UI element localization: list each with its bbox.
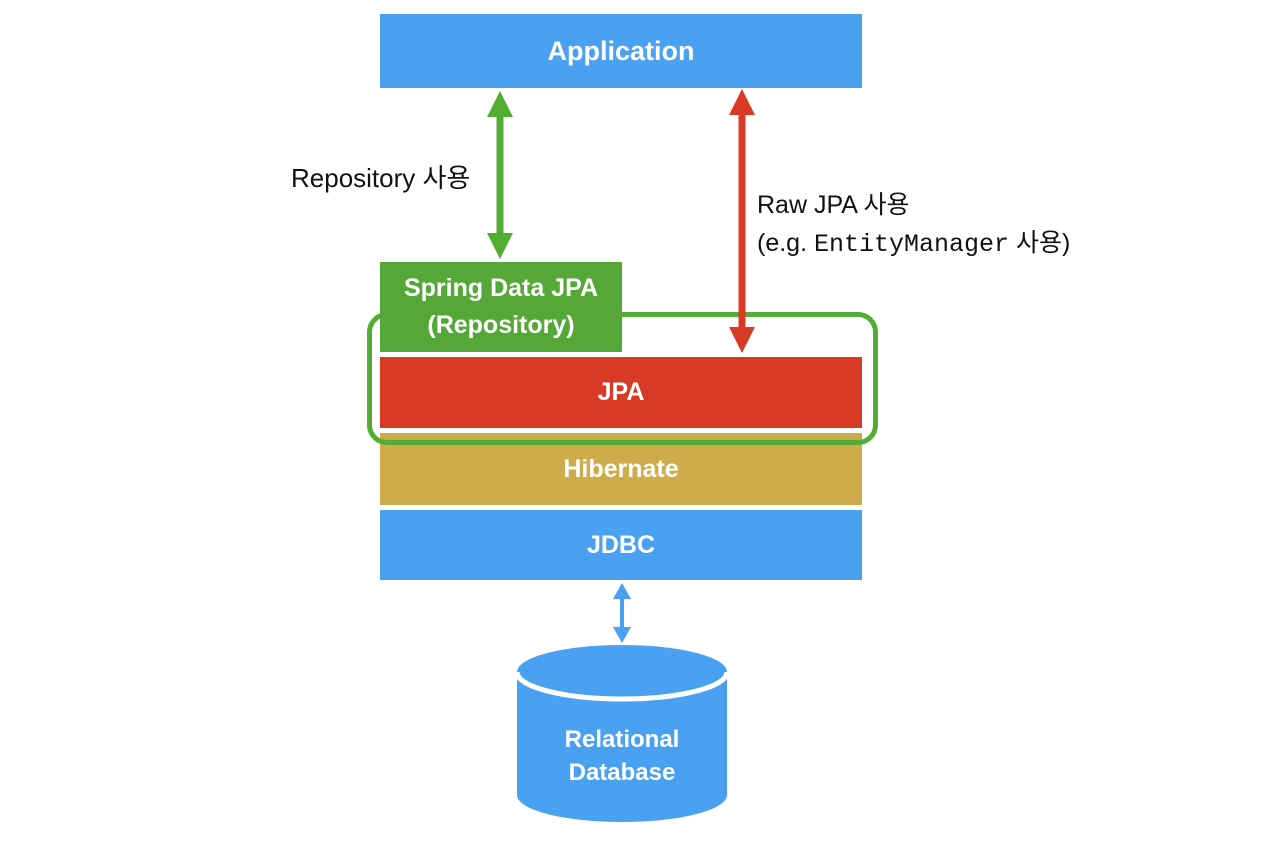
jdbc-db-arrow (613, 583, 631, 643)
repository-arrow (487, 91, 513, 259)
application-box: Application (380, 14, 862, 88)
application-label: Application (547, 35, 695, 66)
jdbc-label: JDBC (586, 530, 656, 559)
jpa-label: JPA (597, 378, 645, 406)
spring-data-jpa-box: Spring Data JPA (Repository) (380, 262, 622, 352)
jpa-group-outline (367, 312, 878, 445)
entitymanager-code: EntityManager (813, 230, 1010, 259)
spring-data-jpa-label-line2: (Repository) (427, 311, 575, 339)
raw-jpa-arrow (729, 89, 755, 353)
raw-jpa-usage-line1: Raw JPA 사용 (757, 191, 910, 219)
hibernate-box: Hibernate (380, 433, 862, 505)
raw-jpa-usage-line2: (e.g. EntityManager 사용) (757, 229, 1071, 259)
database-label-line2: Database (568, 759, 676, 786)
jdbc-box: JDBC (380, 510, 862, 580)
spring-data-jpa-label-line1: Spring Data JPA (403, 274, 599, 302)
hibernate-label: Hibernate (563, 454, 679, 483)
database-label-line1: Relational (564, 726, 680, 753)
raw-jpa-usage-label: Raw JPA 사용 (e.g. EntityManager 사용) (757, 186, 1070, 264)
database-cylinder-icon (514, 645, 730, 822)
database-label: Relational Database (517, 723, 727, 789)
jpa-box: JPA (380, 357, 862, 428)
repository-usage-label: Repository 사용 (291, 163, 471, 193)
